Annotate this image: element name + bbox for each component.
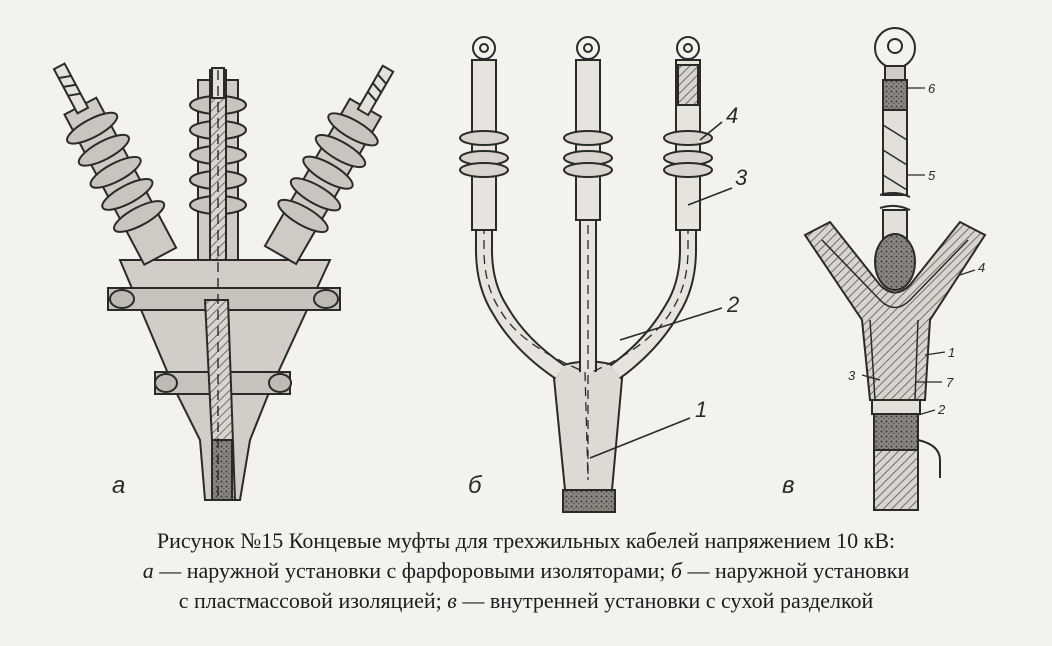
caption-label-b: б: [670, 558, 682, 583]
figure-caption: Рисунок №15 Концевые муфты для трехжильн…: [0, 526, 1052, 616]
figure-drawing: а: [52, 27, 987, 513]
panel-b-callout-2: 2: [726, 292, 739, 317]
panel-c-callout-7: 7: [946, 375, 954, 390]
panel-c-callout-3: 3: [848, 368, 856, 383]
caption-title-line: Рисунок №15 Концевые муфты для трехжильн…: [0, 526, 1052, 556]
caption-text-a: — наружной установки с фарфоровыми изоля…: [153, 558, 671, 583]
panel-c-callout-1: 1: [948, 345, 955, 360]
panel-c-callout-6: 6: [928, 81, 936, 96]
panel-b-callout-3: 3: [735, 165, 748, 190]
panel-b-callout-1: 1: [695, 397, 707, 422]
caption-line-3: с пластмассовой изоляцией; в — внутренне…: [0, 586, 1052, 616]
caption-label-c: в: [447, 588, 457, 613]
panel-b-letter: б: [468, 472, 483, 499]
panel-c-callout-4: 4: [978, 260, 985, 275]
panel-c-drawing: [803, 27, 987, 511]
caption-title: Концевые муфты для трехжильных кабелей н…: [288, 528, 896, 553]
panel-c-letter: в: [782, 472, 795, 499]
panel-b-drawing: [459, 36, 733, 513]
panel-c-callout-2: 2: [937, 402, 946, 417]
panel-a-drawing: [52, 62, 395, 501]
caption-text-b-cont: с пластмассовой изоляцией;: [178, 588, 448, 613]
caption-figure-label: Рисунок №15: [156, 528, 284, 553]
caption-label-a: а: [142, 558, 154, 583]
panel-b-callout-4: 4: [726, 103, 738, 128]
caption-text-c: — внутренней установки с сухой разделкой: [456, 588, 874, 613]
caption-text-b: — наружной установки: [682, 558, 910, 583]
panel-a-letter: а: [112, 472, 125, 499]
caption-line-2: а — наружной установки с фарфоровыми изо…: [0, 556, 1052, 586]
panel-c-callout-5: 5: [928, 168, 936, 183]
